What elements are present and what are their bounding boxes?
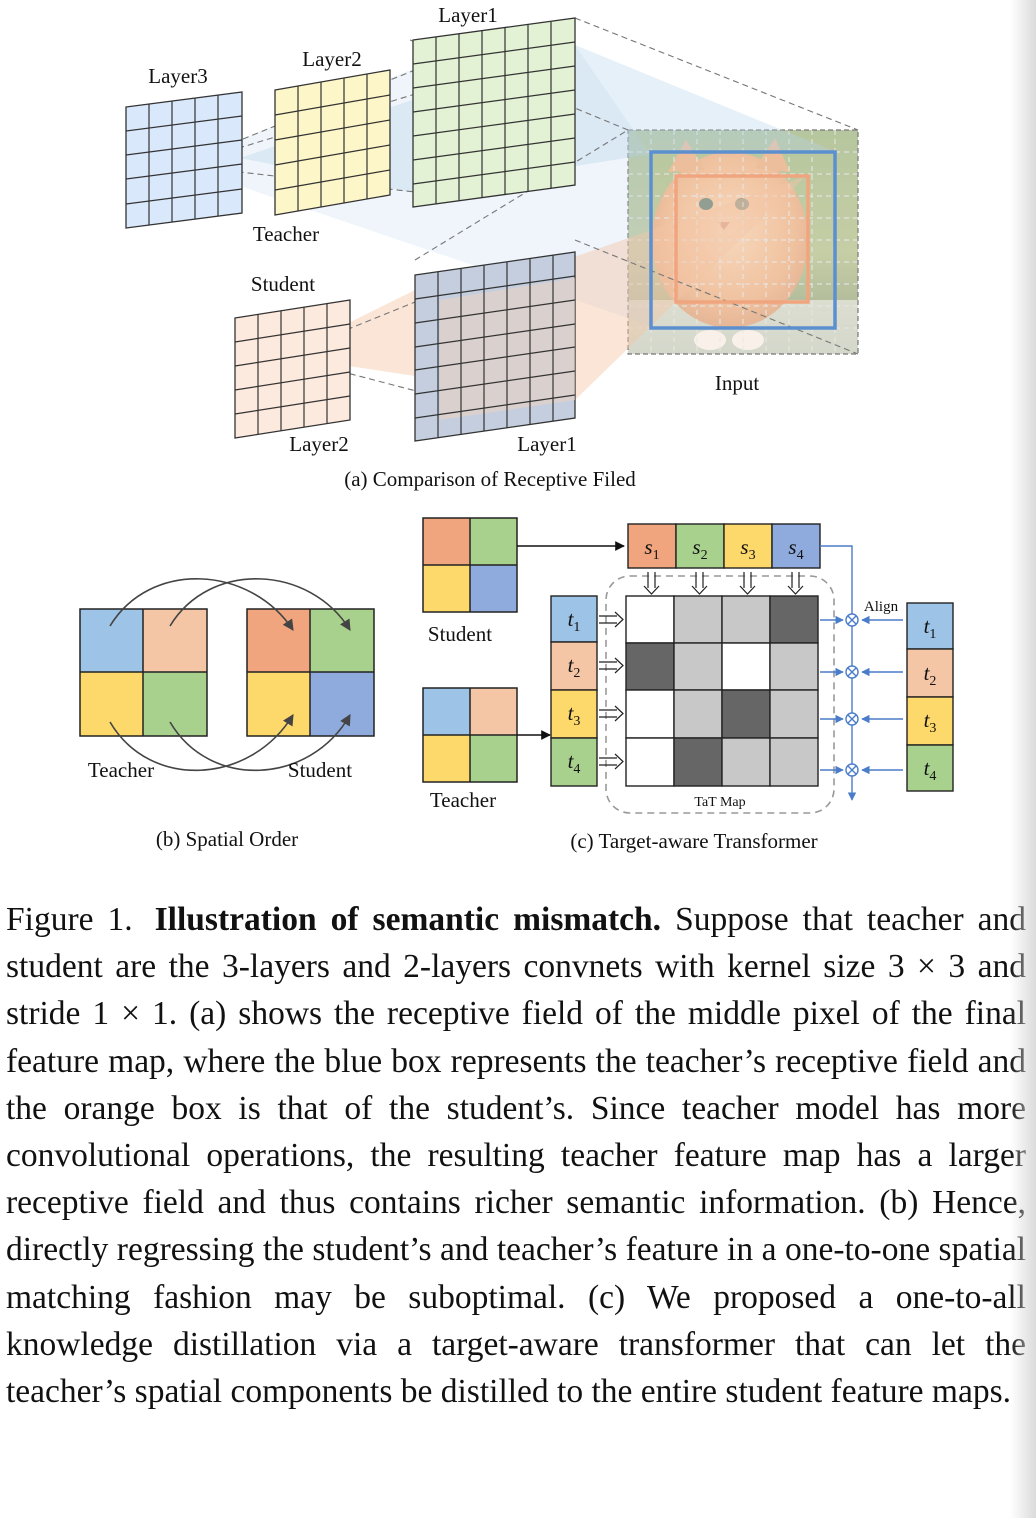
panel-c-teacher-grid <box>422 687 518 783</box>
t4-token-right: t4 <box>924 756 937 784</box>
input-cat-image <box>627 129 859 355</box>
figure-number: Figure 1. <box>6 901 133 938</box>
panel-c-target-aware-transformer: Student Teacher s1 s2 s3 s4 <box>422 517 954 853</box>
caption-title: Illustration of semantic mismatch. <box>154 901 662 938</box>
panel-b-arrows <box>109 578 351 772</box>
align-arrows <box>820 545 903 801</box>
t1-token-left: t1 <box>568 607 581 635</box>
tat-map-label: TaT Map <box>694 795 745 810</box>
panel-a-caption: (a) Comparison of Receptive Filed <box>344 467 636 491</box>
teacher-layer3-grid <box>125 91 243 229</box>
student-receptive-field-box <box>674 174 810 304</box>
label-teacher: Teacher <box>253 222 319 246</box>
label-teacher-layer2: Layer2 <box>302 47 361 71</box>
t2-token-left: t2 <box>568 653 581 681</box>
panel-c-student-grid <box>422 517 518 613</box>
t-token-column-right: t1 t2 t3 t4 <box>906 602 954 792</box>
t4-token-left: t4 <box>568 749 581 777</box>
panel-c-caption: (c) Target-aware Transformer <box>570 829 817 853</box>
panel-b-student-label: Student <box>288 758 352 782</box>
align-label: Align <box>864 599 899 615</box>
panel-b-student-grid <box>246 608 375 737</box>
label-student-layer1: Layer1 <box>517 432 576 456</box>
t2-token-right: t2 <box>924 661 937 689</box>
panel-c-teacher-label: Teacher <box>430 788 496 812</box>
label-teacher-layer1: Layer1 <box>438 3 497 27</box>
caption-body: Suppose that teacher and student are the… <box>6 901 1027 1411</box>
t1-token-right: t1 <box>924 614 937 642</box>
panel-b-caption: (b) Spatial Order <box>156 827 298 851</box>
s-to-map-arrows <box>643 572 804 595</box>
panel-b-teacher-label: Teacher <box>88 758 154 782</box>
s3-token: s3 <box>740 535 755 563</box>
panel-a-receptive-field: Layer3 Layer2 Layer1 Teacher Student Lay… <box>125 3 859 491</box>
teacher-layer2-grid <box>274 69 391 216</box>
t3-token-right: t3 <box>924 708 937 736</box>
s1-token: s1 <box>644 535 659 563</box>
figure-1: Layer3 Layer2 Layer1 Teacher Student Lay… <box>79 3 954 853</box>
tat-map-grid <box>625 595 819 787</box>
panel-c-student-label: Student <box>428 622 492 646</box>
teacher-layer1-grid <box>412 17 576 208</box>
tat-map-container <box>605 575 835 814</box>
student-layer2-grid <box>234 299 351 439</box>
page-edge-shadow <box>1010 0 1036 1518</box>
s4-token: s4 <box>788 535 803 563</box>
label-student: Student <box>251 272 315 296</box>
otimes-operators <box>845 613 859 777</box>
label-student-layer2: Layer2 <box>289 432 348 456</box>
teacher-receptive-field-box <box>649 150 837 330</box>
panel-b-spatial-order: Teacher Student (b) Spatial Order <box>79 578 375 851</box>
label-layer3: Layer3 <box>148 64 207 88</box>
s2-token: s2 <box>692 535 707 563</box>
t3-token-left: t3 <box>568 701 581 729</box>
panel-b-teacher-grid <box>79 608 208 737</box>
label-input: Input <box>715 371 759 395</box>
s-token-row: s1 s2 s3 s4 <box>627 523 821 569</box>
figure-caption: Figure 1. Illustration of semantic mismat… <box>6 896 1026 1415</box>
student-layer1-grid <box>414 251 576 442</box>
t-token-column-left: t1 t2 t3 t4 <box>550 595 598 787</box>
t-to-map-arrows <box>599 611 624 770</box>
